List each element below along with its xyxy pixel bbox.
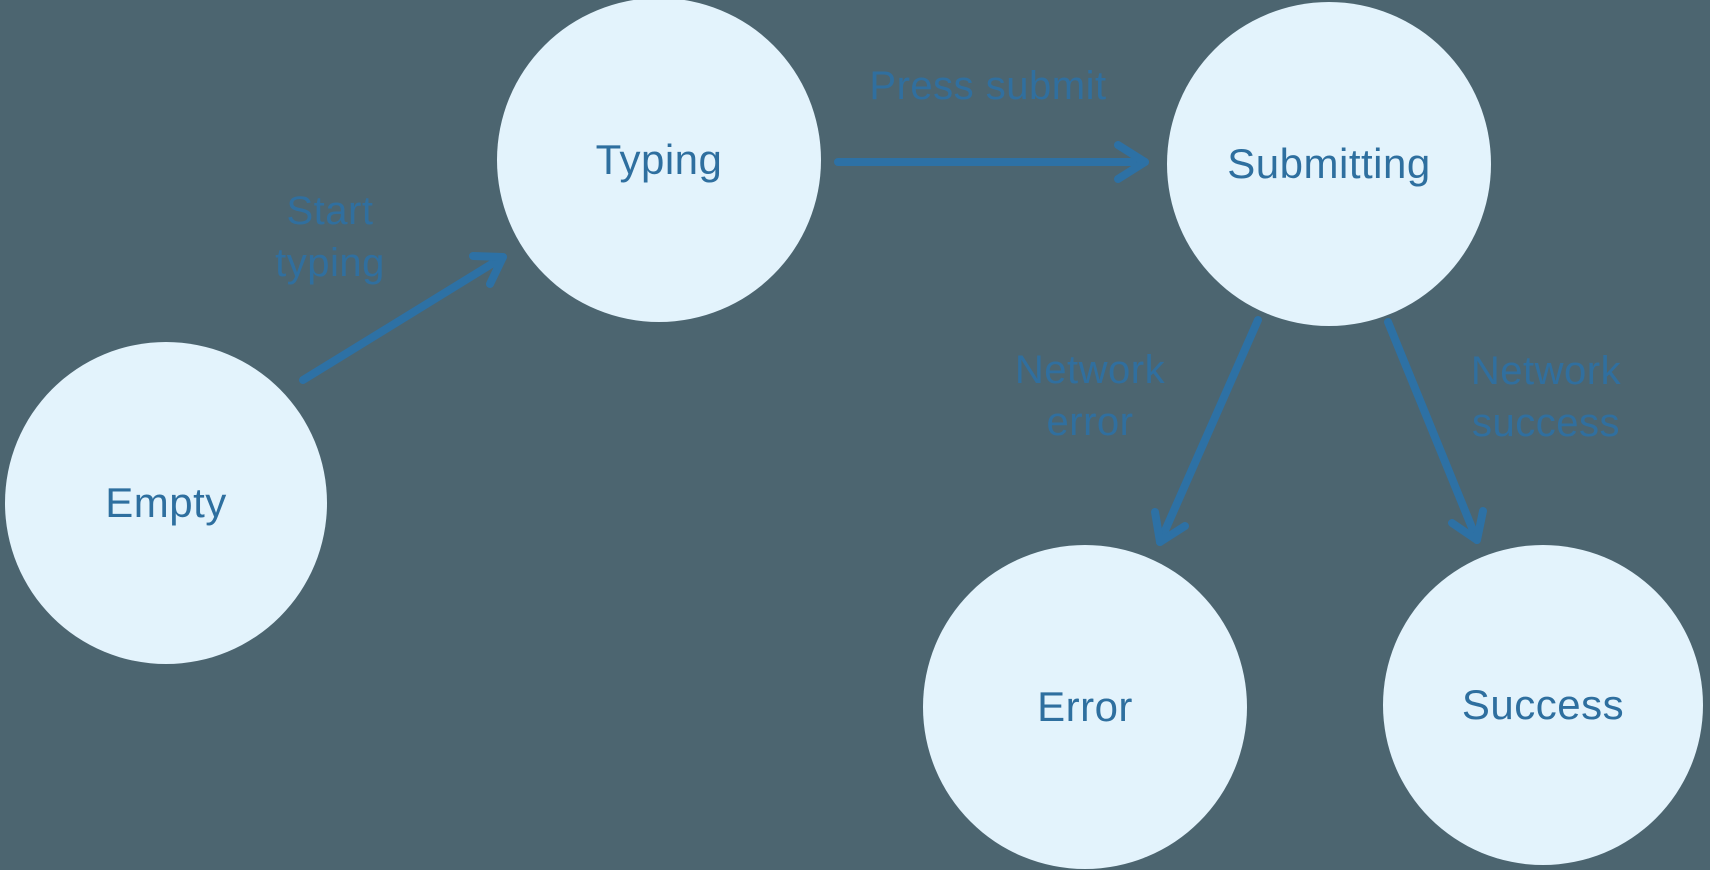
state-node-submitting: Submitting	[1167, 2, 1491, 326]
edge-label-line: error	[1046, 400, 1134, 444]
edge-label-line: Start	[286, 189, 374, 233]
edge-label-press-submit: Press submit	[788, 60, 1188, 112]
arrow-press-submit	[834, 141, 1149, 183]
state-label-error: Error	[1037, 683, 1133, 730]
edge-label-line: Network	[1470, 349, 1622, 393]
state-label-success: Success	[1461, 681, 1625, 728]
arrow-network-success	[1384, 318, 1487, 544]
state-label-typing: Typing	[595, 136, 723, 183]
edge-label-line: typing	[275, 241, 385, 285]
arrow-start-typing	[299, 252, 507, 384]
edge-label-network-success: Network success	[1386, 345, 1706, 449]
edge-label-line: Network	[1014, 348, 1166, 392]
state-label-submitting: Submitting	[1227, 140, 1431, 187]
state-label-empty: Empty	[105, 479, 227, 526]
edge-label-start-typing: Start typing	[180, 185, 480, 289]
arrow-network-error	[1151, 316, 1262, 546]
edge-label-network-error: Network error	[930, 344, 1250, 448]
edge-label-line: Press submit	[869, 64, 1107, 108]
state-node-success: Success	[1383, 545, 1703, 865]
state-node-typing: Typing	[497, 0, 821, 322]
edge-label-line: success	[1472, 401, 1620, 445]
state-node-empty: Empty	[5, 342, 327, 664]
state-node-error: Error	[923, 545, 1247, 869]
